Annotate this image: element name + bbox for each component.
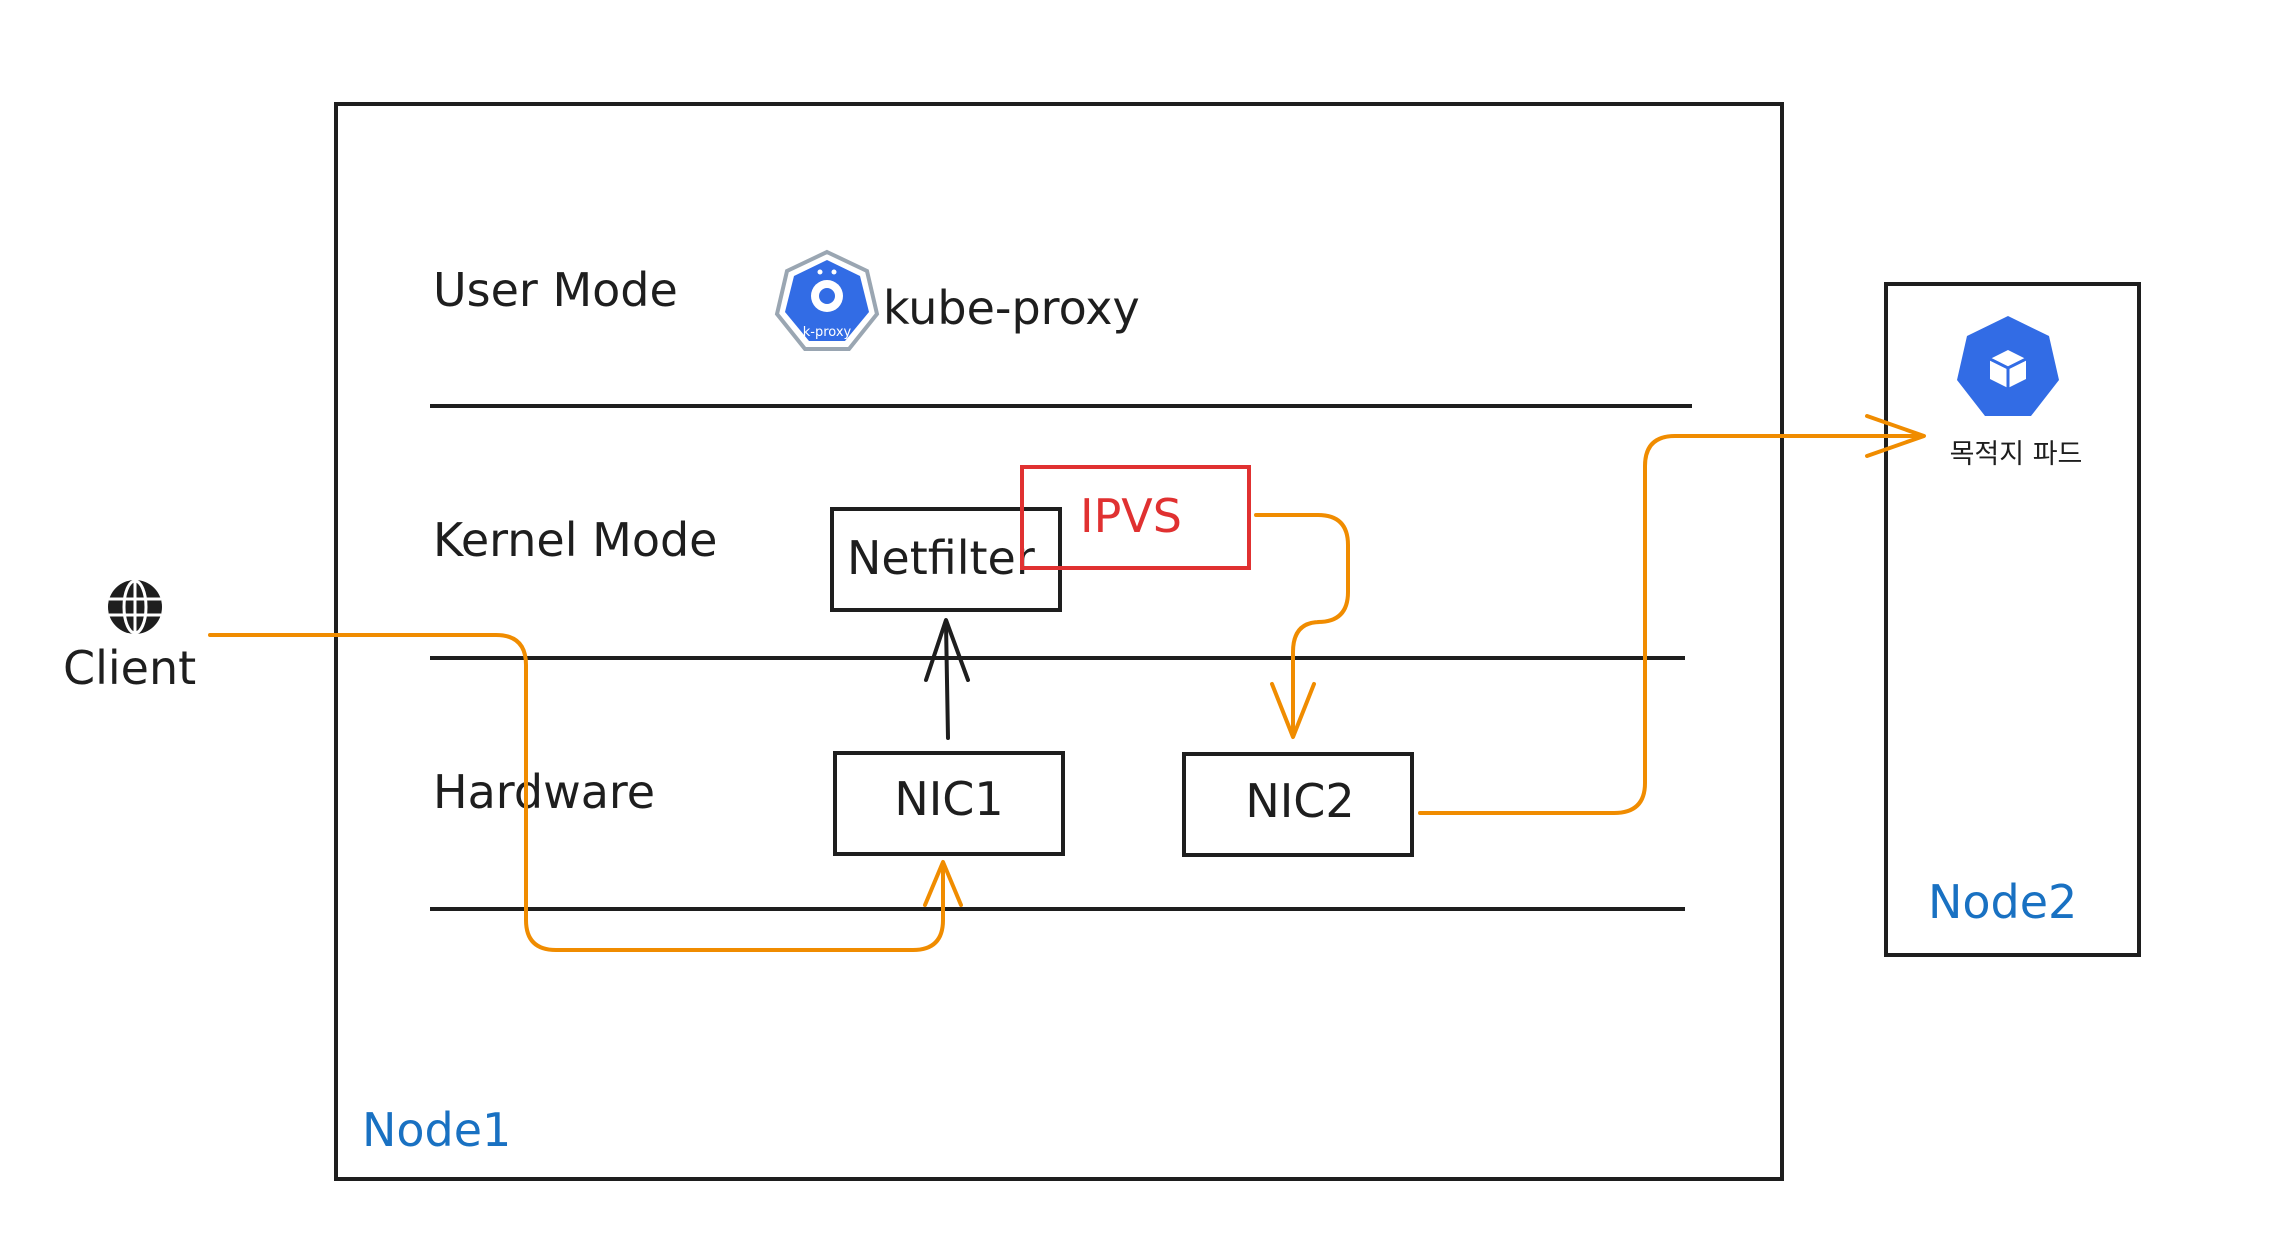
nic2-box	[1182, 752, 1414, 857]
node2-container	[1884, 282, 2141, 957]
pod-icon	[1957, 316, 2059, 416]
nic1-box	[833, 751, 1065, 856]
flow-nic2-to-pod-arrowhead	[1865, 414, 1926, 458]
nic1-label: NIC1	[894, 772, 1003, 826]
node2-label: Node2	[1928, 875, 2077, 929]
kube-proxy-icon: k-proxy	[774, 249, 880, 351]
globe-icon	[108, 579, 162, 635]
client-label: Client	[63, 641, 196, 695]
ipvs-label: IPVS	[1080, 489, 1182, 543]
flow-client-to-nic1-arrowhead	[923, 860, 963, 907]
layer-label-user-mode: User Mode	[433, 263, 678, 317]
ipvs-box	[1020, 465, 1251, 570]
destination-pod-label: 목적지 파드	[1950, 439, 2083, 470]
flow-ipvs-to-nic2-arrowhead	[1270, 682, 1316, 739]
node1-label: Node1	[362, 1103, 511, 1157]
layer-label-kernel-mode: Kernel Mode	[433, 513, 717, 567]
layer-label-hardware: Hardware	[433, 765, 655, 819]
flow-ipvs-to-nic2	[1254, 513, 1350, 735]
flow-client-to-nic1	[208, 633, 945, 952]
node1-container	[334, 102, 1784, 1181]
nic2-label: NIC2	[1245, 774, 1354, 828]
netfilter-box	[830, 507, 1062, 612]
flow-nic2-to-pod	[1418, 434, 1922, 815]
netfilter-label: Netfilter	[847, 531, 1035, 585]
kube-proxy-badge-text: k-proxy	[803, 325, 852, 340]
kube-proxy-label: kube-proxy	[883, 281, 1140, 335]
nic1-to-netfilter-arrow	[944, 622, 950, 740]
nic1-to-netfilter-arrowhead	[924, 618, 970, 682]
